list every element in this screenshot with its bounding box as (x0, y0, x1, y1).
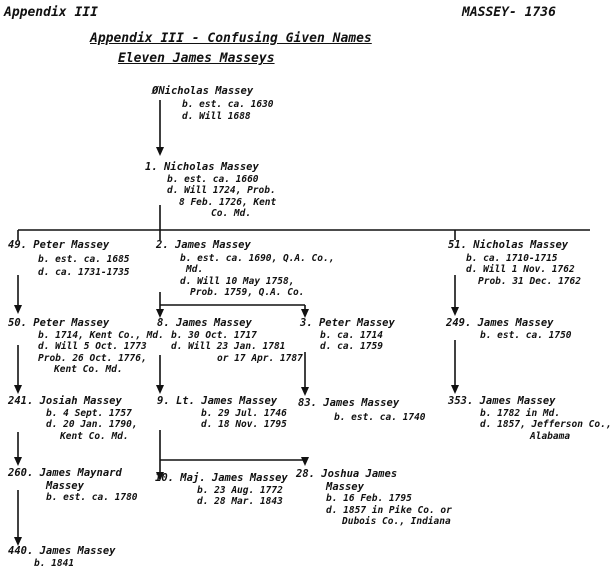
person-detail: d. Will 1724, Prob. (167, 185, 276, 196)
person-detail: or 17 Apr. 1787 (217, 352, 303, 364)
person-name: 8. James Massey (157, 317, 252, 329)
page-subtitle: Eleven James Masseys (118, 51, 275, 66)
person-detail: d. 1857, Jefferson Co., (480, 419, 612, 430)
person-1: 1. Nicholas Massey b. est. ca. 1660 d. W… (145, 162, 276, 219)
person-detail: b. 4 Sept. 1757 (46, 407, 132, 419)
person-detail: d. Will 1 Nov. 1762 (466, 264, 575, 275)
person-detail: d. Will 23 Jan. 1781 (171, 341, 286, 352)
person-3: 3. Peter Massey b. ca. 1714 d. ca. 1759 (300, 318, 395, 352)
person-name: 3. Peter Massey (300, 317, 395, 329)
person-detail: Alabama (530, 430, 571, 442)
person-detail: d. 18 Nov. 1795 (201, 419, 287, 430)
person-2: 2. James Massey b. est. ca. 1690, Q.A. C… (156, 240, 334, 298)
person-detail: d. ca. 1759 (320, 341, 383, 352)
person-name: 353. James Massey (448, 395, 556, 407)
person-detail: b. 30 Oct. 1717 (171, 329, 257, 341)
person-name: 51. Nicholas Massey (448, 239, 569, 251)
person-detail: b. est. ca. 1630 (182, 98, 274, 110)
person-detail: b. est. ca. 1750 (480, 329, 572, 341)
person-detail: Prob. 26 Oct. 1776, (38, 352, 147, 364)
person-0: ØNicholas Massey b. est. ca. 1630 d. Wil… (152, 86, 274, 122)
person-detail: d. 20 Jan. 1790, (46, 419, 138, 430)
person-detail: Prob. 1759, Q.A. Co. (190, 287, 305, 298)
person-49: 49. Peter Massey b. est. ca. 1685 d. ca.… (8, 240, 130, 278)
person-detail: b. est. ca. 1660 (167, 173, 259, 185)
person-detail: Md. (186, 264, 204, 275)
person-detail: b. est. ca. 1780 (46, 492, 138, 503)
person-detail: b. 1782 in Md. (480, 407, 561, 419)
person-51: 51. Nicholas Massey b. ca. 1710-1715 d. … (448, 240, 581, 286)
person-name: 50. Peter Massey (8, 317, 110, 329)
person-353: 353. James Massey b. 1782 in Md. d. 1857… (448, 396, 612, 441)
person-detail: Kent Co. Md. (60, 430, 129, 442)
person-name: 440. James Massey (8, 545, 116, 557)
person-detail: b. 1841 (34, 557, 75, 569)
person-detail: b. 1714, Kent Co., Md. (38, 329, 164, 341)
person-detail: b. est. ca. 1685 (38, 253, 130, 265)
header-left: Appendix III (4, 5, 98, 20)
person-detail: b. est. ca. 1690, Q.A. Co., (180, 252, 335, 264)
person-detail: d. Will 5 Oct. 1773 (38, 341, 147, 352)
person-detail: b. 29 Jul. 1746 (201, 407, 287, 419)
person-name: 1. Nicholas Massey (145, 161, 259, 173)
person-name: 249. James Massey (446, 317, 554, 329)
person-name: 49. Peter Massey (8, 239, 110, 251)
person-detail: Co. Md. (211, 208, 252, 219)
person-name: 2. James Massey (156, 239, 251, 251)
person-detail: b. 16 Feb. 1795 (326, 493, 412, 504)
person-name: 28. Joshua James (296, 468, 398, 480)
person-name-cont: Massey (326, 480, 364, 493)
page-title: Appendix III - Confusing Given Names (90, 31, 372, 46)
person-10: 10. Maj. James Massey b. 23 Aug. 1772 d.… (155, 473, 288, 507)
header-right: MASSEY- 1736 (462, 5, 556, 20)
person-detail: d. 28 Mar. 1843 (197, 496, 283, 507)
person-50: 50. Peter Massey b. 1714, Kent Co., Md. … (8, 318, 164, 375)
person-detail: Prob. 31 Dec. 1762 (478, 275, 581, 287)
person-8: 8. James Massey b. 30 Oct. 1717 d. Will … (157, 318, 303, 363)
person-detail: d. 1857 in Pike Co. or (326, 504, 452, 516)
person-name: ØNicholas Massey (152, 85, 254, 97)
person-detail: b. ca. 1710-1715 (466, 252, 558, 264)
person-detail: Kent Co. Md. (54, 364, 123, 375)
person-detail: 8 Feb. 1726, Kent (179, 196, 277, 208)
person-detail: b. ca. 1714 (320, 329, 383, 341)
person-detail: d. Will 10 May 1758, (180, 275, 295, 287)
person-241: 241. Josiah Massey b. 4 Sept. 1757 d. 20… (8, 396, 138, 441)
person-name: 10. Maj. James Massey (155, 472, 288, 484)
person-440: 440. James Massey b. 1841 (8, 546, 115, 568)
person-name-cont: Massey (46, 479, 84, 492)
person-260: 260. James Maynard Massey b. est. ca. 17… (8, 468, 138, 503)
person-name: 83. James Massey (298, 397, 400, 409)
person-83: 83. James Massey b. est. ca. 1740 (298, 398, 426, 422)
person-detail: b. est. ca. 1740 (334, 411, 426, 423)
person-name: 260. James Maynard (8, 467, 122, 479)
person-28: 28. Joshua James Massey b. 16 Feb. 1795 … (296, 469, 452, 527)
person-detail: b. 23 Aug. 1772 (197, 484, 283, 496)
person-detail: d. ca. 1731-1735 (38, 267, 130, 278)
person-9: 9. Lt. James Massey b. 29 Jul. 1746 d. 1… (157, 396, 287, 430)
person-name: 241. Josiah Massey (8, 395, 122, 407)
person-detail: Dubois Co., Indiana (342, 516, 451, 527)
person-name: 9. Lt. James Massey (157, 395, 278, 407)
person-249: 249. James Massey b. est. ca. 1750 (446, 318, 572, 340)
person-detail: d. Will 1688 (182, 111, 251, 122)
